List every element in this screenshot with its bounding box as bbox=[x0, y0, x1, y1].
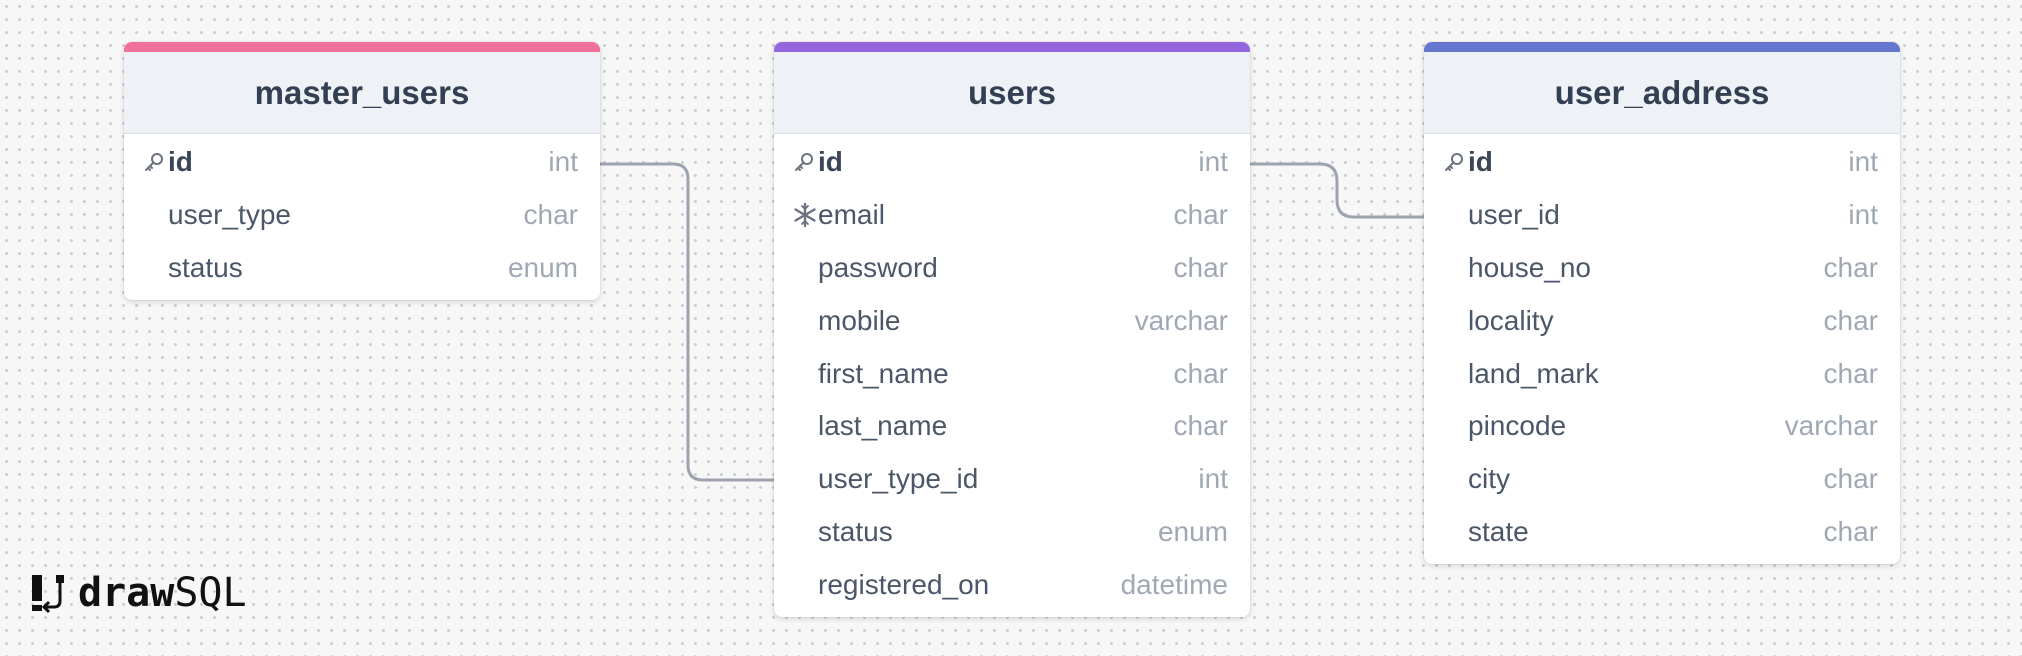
column-list: id int user_type char status enum bbox=[124, 134, 600, 300]
column-type: int bbox=[1848, 199, 1878, 231]
column-row[interactable]: locality char bbox=[1424, 294, 1900, 347]
column-type: varchar bbox=[1784, 410, 1878, 442]
column-name: email bbox=[818, 199, 885, 231]
table-accent-bar bbox=[124, 42, 600, 52]
column-type: char bbox=[523, 199, 578, 231]
column-name: status bbox=[818, 515, 893, 547]
column-type: char bbox=[1823, 463, 1878, 495]
column-type: int bbox=[1848, 146, 1878, 178]
table-accent-bar bbox=[1424, 42, 1900, 52]
relation-master-users-id-to-users-user-type-id[interactable] bbox=[600, 162, 776, 482]
relation-users-id-to-user-address-user-id[interactable] bbox=[1250, 162, 1425, 219]
column-list: id int email char password char mobile varchar f… bbox=[774, 134, 1250, 617]
table-header[interactable]: users bbox=[774, 52, 1250, 134]
column-row[interactable]: status enum bbox=[124, 242, 600, 295]
column-name: id bbox=[168, 146, 193, 178]
column-row[interactable]: registered_on datetime bbox=[774, 558, 1250, 611]
column-name: registered_on bbox=[818, 568, 990, 600]
column-row[interactable]: email char bbox=[774, 189, 1250, 242]
table-header[interactable]: master_users bbox=[124, 52, 600, 134]
column-row[interactable]: password char bbox=[774, 242, 1250, 295]
column-type: int bbox=[1198, 146, 1228, 178]
logo-text-draw: draw bbox=[78, 570, 175, 616]
column-row[interactable]: house_no char bbox=[1424, 242, 1900, 295]
table-accent-bar bbox=[774, 42, 1250, 52]
column-name: city bbox=[1468, 463, 1510, 495]
column-row[interactable]: user_type_id int bbox=[774, 453, 1250, 506]
column-name: state bbox=[1468, 515, 1529, 547]
column-name: locality bbox=[1468, 304, 1554, 336]
column-type: int bbox=[1198, 463, 1228, 495]
column-row[interactable]: city char bbox=[1424, 453, 1900, 506]
column-row[interactable]: id int bbox=[1424, 136, 1900, 189]
drawsql-logo-icon bbox=[32, 575, 64, 614]
column-name: id bbox=[818, 146, 843, 178]
column-type: char bbox=[1823, 357, 1878, 389]
table-users[interactable]: users id int email char password char mobile var… bbox=[774, 42, 1250, 618]
column-type: char bbox=[1173, 357, 1228, 389]
table-title: master_users bbox=[254, 73, 470, 111]
column-type: enum bbox=[507, 251, 578, 283]
column-type: char bbox=[1823, 515, 1878, 547]
column-name: first_name bbox=[818, 357, 949, 389]
column-type: char bbox=[1173, 251, 1228, 283]
column-type: char bbox=[1173, 410, 1228, 442]
key-icon bbox=[142, 150, 168, 174]
column-type: char bbox=[1823, 251, 1878, 283]
column-type: datetime bbox=[1120, 568, 1228, 600]
column-name: mobile bbox=[818, 304, 901, 336]
table-title: user_address bbox=[1554, 73, 1770, 111]
column-row[interactable]: user_type char bbox=[124, 189, 600, 242]
column-type: int bbox=[548, 146, 578, 178]
column-name: pincode bbox=[1468, 410, 1567, 442]
column-name: user_id bbox=[1468, 199, 1560, 231]
key-icon bbox=[1442, 150, 1468, 174]
table-title: users bbox=[967, 73, 1057, 111]
logo-text-sql: SQL bbox=[174, 570, 247, 616]
column-name: last_name bbox=[818, 410, 948, 442]
column-row[interactable]: id int bbox=[124, 136, 600, 189]
table-header[interactable]: user_address bbox=[1424, 52, 1900, 134]
column-row[interactable]: first_name char bbox=[774, 347, 1250, 400]
column-name: id bbox=[1468, 146, 1493, 178]
column-type: char bbox=[1823, 304, 1878, 336]
column-row[interactable]: state char bbox=[1424, 506, 1900, 559]
column-row[interactable]: user_id int bbox=[1424, 189, 1900, 242]
snowflake-icon bbox=[792, 202, 818, 228]
key-icon bbox=[792, 150, 818, 174]
column-type: char bbox=[1173, 199, 1228, 231]
column-row[interactable]: pincode varchar bbox=[1424, 400, 1900, 453]
column-row[interactable]: id int bbox=[774, 136, 1250, 189]
column-name: user_type bbox=[168, 199, 291, 231]
column-name: status bbox=[168, 251, 243, 283]
column-row[interactable]: mobile varchar bbox=[774, 294, 1250, 347]
column-name: house_no bbox=[1468, 251, 1592, 283]
column-name: user_type_id bbox=[818, 463, 979, 495]
column-name: land_mark bbox=[1468, 357, 1599, 389]
column-type: enum bbox=[1157, 515, 1228, 547]
column-row[interactable]: land_mark char bbox=[1424, 347, 1900, 400]
column-name: password bbox=[818, 251, 938, 283]
column-row[interactable]: last_name char bbox=[774, 400, 1250, 453]
column-type: varchar bbox=[1134, 304, 1228, 336]
column-row[interactable]: status enum bbox=[774, 506, 1250, 559]
